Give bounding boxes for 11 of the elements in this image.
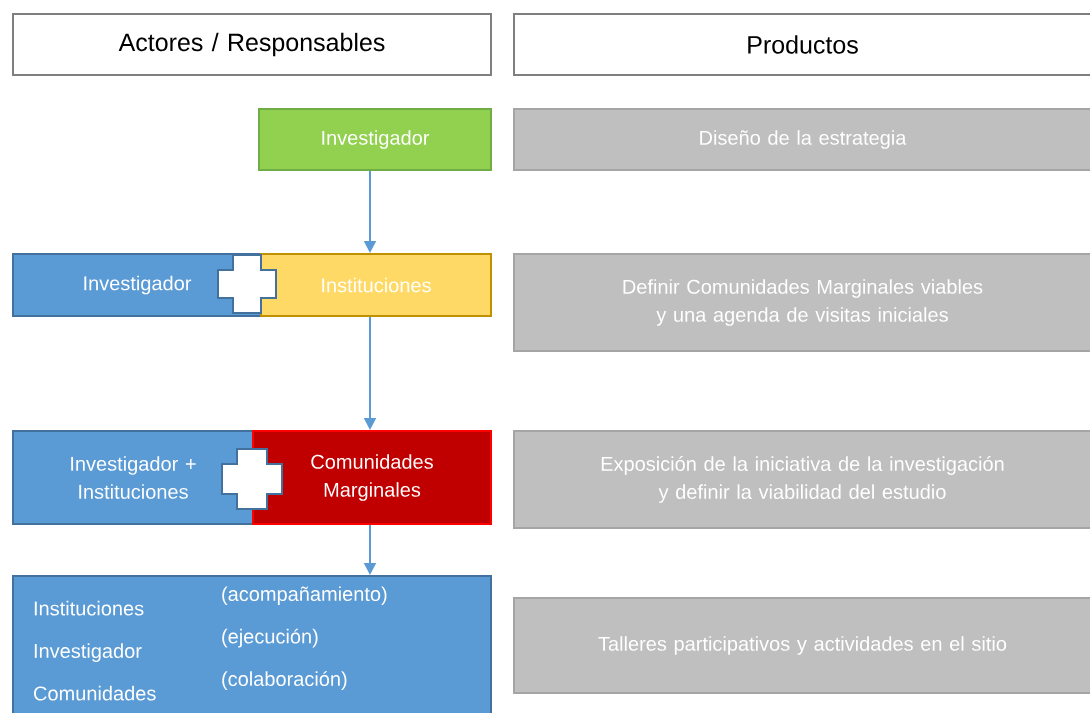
- actor-box: Instituciones: [260, 253, 492, 317]
- product-box: Exposición de la iniciativa de la investigación y definir la viabilidad del estudio: [513, 430, 1090, 529]
- product-box: Talleres participativos y actividades en el sitio: [513, 597, 1090, 694]
- header-box: Actores / Responsables: [12, 13, 492, 76]
- actor-box: Comunidades Marginales: [252, 430, 492, 525]
- product-box: Definir Comunidades Marginales viables y una agenda de visitas iniciales: [513, 253, 1090, 352]
- product-box: Diseño de la estrategia: [513, 108, 1090, 171]
- actor-box: Investigador: [258, 108, 492, 171]
- header-box: Productos: [513, 13, 1090, 76]
- actor-box: Instituciones (acompañamiento) Investigador (ejecución) Comunidades (colaboración): [12, 575, 492, 713]
- actor-box: Investigador + Instituciones: [12, 430, 254, 525]
